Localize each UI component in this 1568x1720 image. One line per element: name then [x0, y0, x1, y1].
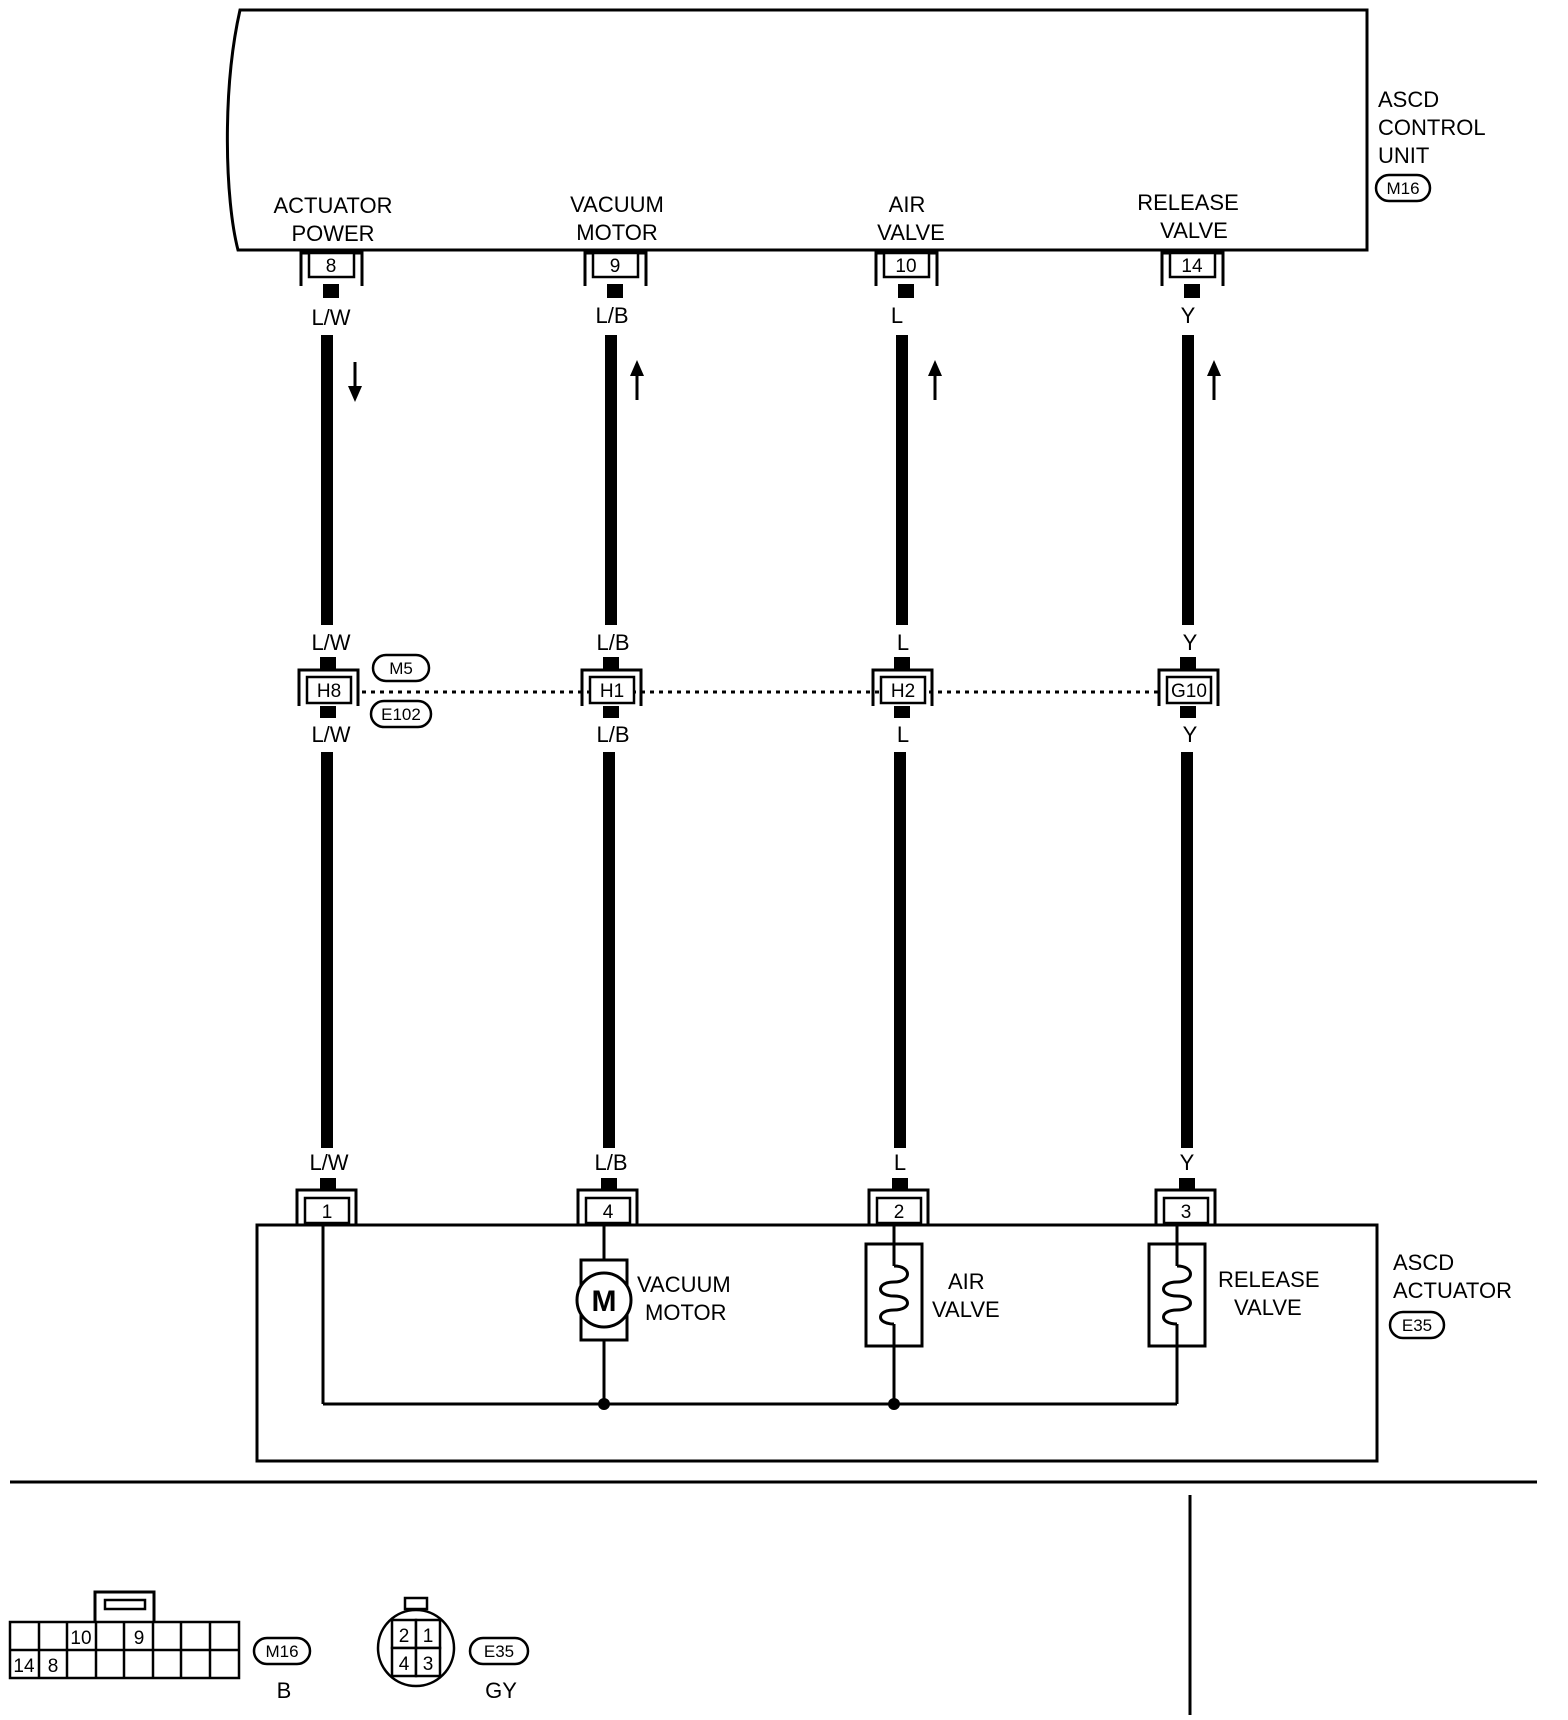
vacuum-motor-symbol: M: [575, 1258, 633, 1342]
joint-terminal-h2: H2: [871, 657, 934, 718]
e35-pin-label: 2: [399, 1626, 410, 1647]
release-valve-label-2: VALVE: [1234, 1295, 1302, 1320]
svg-text:10: 10: [895, 256, 916, 277]
svg-text:G10: G10: [1171, 681, 1207, 702]
svg-text:E102: E102: [381, 705, 421, 724]
unit-label-release-valve-2: VALVE: [1160, 218, 1228, 243]
connector-face-m16: [8, 1590, 241, 1680]
joint-connector-tag-m5: M5: [371, 653, 431, 683]
e35-connector-color: GY: [485, 1678, 517, 1703]
connector-face-e35: [376, 1596, 456, 1688]
unit-label-vacuum-motor-2: MOTOR: [576, 220, 657, 245]
svg-text:8: 8: [326, 256, 337, 277]
wire-color-top-y: Y: [1181, 303, 1196, 328]
e35-pin-label: 4: [399, 1654, 410, 1675]
unit-terminal-10: 10: [874, 251, 939, 286]
svg-text:H2: H2: [891, 681, 915, 702]
vacuum-motor-label-2: MOTOR: [645, 1300, 726, 1325]
release-valve-solenoid-icon: [1147, 1242, 1207, 1348]
e35-pin-label: 3: [423, 1654, 434, 1675]
joint-terminal-h8: H8: [297, 657, 360, 718]
air-valve-label-2: VALVE: [932, 1297, 1000, 1322]
svg-text:E35: E35: [1402, 1316, 1432, 1335]
flow-arrow-up: [630, 360, 644, 400]
junction-color-in-lw: L/W: [311, 630, 350, 655]
m16-pin-label: 14: [13, 1656, 35, 1677]
svg-text:1: 1: [322, 1202, 333, 1223]
svg-text:H1: H1: [600, 681, 624, 702]
control-unit-name-1: ASCD: [1378, 87, 1439, 112]
control-unit-name-2: CONTROL: [1378, 115, 1486, 140]
joint-terminal-h1: H1: [580, 657, 643, 718]
actuator-outline: [255, 1223, 1379, 1463]
actuator-connector-tag: E35: [1388, 1310, 1446, 1340]
m16-connector-tag: M16: [252, 1636, 312, 1666]
vacuum-motor-label-1: VACUUM: [637, 1272, 731, 1297]
unit-label-actuator-power-2: POWER: [291, 221, 374, 246]
e35-connector-tag: E35: [468, 1636, 530, 1666]
splice-point: [598, 1398, 610, 1410]
control-unit-connector-tag: M16: [1374, 173, 1432, 203]
actuator-name-2: ACTUATOR: [1393, 1278, 1512, 1303]
air-valve-label-1: AIR: [948, 1269, 985, 1294]
flow-arrow-up: [1207, 360, 1221, 400]
joint-terminal-g10: G10: [1157, 657, 1220, 718]
splice-point: [888, 1398, 900, 1410]
control-unit-name-3: UNIT: [1378, 143, 1429, 168]
wire-color-top-lw: L/W: [311, 305, 350, 330]
unit-label-air-valve-2: VALVE: [877, 220, 945, 245]
joint-connector-tag-e102: E102: [369, 699, 433, 729]
svg-text:M16: M16: [265, 1642, 298, 1661]
junction-color-out-lb: L/B: [596, 722, 629, 747]
svg-text:M: M: [592, 1285, 617, 1318]
junction-color-in-l: L: [897, 630, 909, 655]
junction-color-out-y: Y: [1183, 722, 1198, 747]
svg-text:E35: E35: [484, 1642, 514, 1661]
unit-label-air-valve-1: AIR: [889, 192, 926, 217]
unit-label-release-valve-1: RELEASE: [1137, 190, 1239, 215]
m16-connector-color: B: [277, 1678, 292, 1703]
unit-terminal-14: 14: [1160, 251, 1225, 286]
svg-text:H8: H8: [317, 681, 341, 702]
svg-text:9: 9: [610, 256, 621, 277]
svg-text:4: 4: [603, 1202, 614, 1223]
m16-pin-label: 8: [48, 1656, 59, 1677]
wire-color-bottom-y: Y: [1180, 1150, 1195, 1175]
control-unit-outline: [225, 8, 1369, 252]
wire-color-bottom-lw: L/W: [309, 1150, 348, 1175]
actuator-terminal-1: 1: [295, 1178, 358, 1225]
unit-terminal-9: 9: [583, 251, 648, 286]
actuator-name-1: ASCD: [1393, 1250, 1454, 1275]
actuator-terminal-3: 3: [1154, 1178, 1217, 1225]
m16-pin-label: 9: [134, 1628, 145, 1649]
m16-pin-label: 10: [70, 1628, 91, 1649]
svg-text:M5: M5: [389, 659, 413, 678]
flow-arrow-up: [928, 360, 942, 400]
e35-pin-label: 1: [423, 1626, 434, 1647]
svg-text:2: 2: [894, 1202, 905, 1223]
junction-color-in-lb: L/B: [596, 630, 629, 655]
unit-label-actuator-power-1: ACTUATOR: [274, 193, 393, 218]
unit-label-vacuum-motor-1: VACUUM: [570, 192, 664, 217]
junction-color-in-y: Y: [1183, 630, 1198, 655]
wire-color-top-l: L: [891, 303, 903, 328]
air-valve-solenoid-icon: [864, 1242, 924, 1348]
wire-color-top-lb: L/B: [595, 303, 628, 328]
actuator-terminal-4: 4: [576, 1178, 639, 1225]
actuator-terminal-2: 2: [867, 1178, 930, 1225]
svg-text:M16: M16: [1386, 179, 1419, 198]
wire-color-bottom-l: L: [894, 1150, 906, 1175]
release-valve-label-1: RELEASE: [1218, 1267, 1320, 1292]
actuator-internal-wiring: [321, 1225, 1179, 1406]
svg-text:14: 14: [1181, 256, 1203, 277]
junction-color-out-l: L: [897, 722, 909, 747]
junction-color-out-lw: L/W: [311, 722, 350, 747]
svg-text:3: 3: [1181, 1202, 1192, 1223]
flow-arrow-down: [348, 362, 362, 402]
unit-terminal-8: 8: [299, 251, 364, 286]
wire-color-bottom-lb: L/B: [594, 1150, 627, 1175]
